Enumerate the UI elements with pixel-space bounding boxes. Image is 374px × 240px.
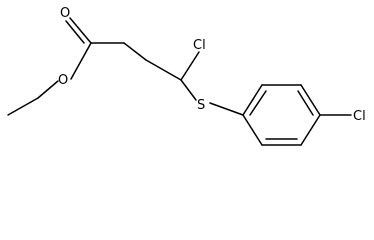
ring-inner-double-2 [297, 90, 314, 116]
bond-chcl-cl [180, 51, 200, 81]
chain-chlorine-label: Cl [193, 38, 206, 53]
bond-ch2-ch2 [123, 42, 147, 61]
carbonyl-oxygen-label: O [60, 6, 70, 21]
bond-ethyl-ch2-o [37, 80, 59, 99]
molecule-diagram: O O Cl S Cl [7, 6, 366, 146]
bond-s-ring [209, 102, 244, 116]
ester-oxygen-label: O [58, 73, 68, 88]
ring-bond-1 [242, 84, 263, 116]
ring-bond-3 [300, 84, 321, 116]
bond-ethyl-ch3-ch2 [7, 97, 39, 116]
ring-chlorine-label: Cl [353, 109, 366, 124]
bond-carbonyl-double-1 [69, 17, 92, 44]
bond-carbonyl-double-2 [65, 20, 85, 44]
sulfur-label: S [197, 98, 205, 113]
bond-ch2-chcl [145, 59, 182, 81]
structure-canvas: O O Cl S Cl [7, 6, 366, 146]
bond-o-carbonyl-c [70, 42, 92, 80]
ring-bond-4 [300, 114, 321, 146]
bond-chcl-s [180, 79, 197, 101]
ring-inner-double-1 [249, 90, 267, 116]
ring-bond-6 [242, 114, 263, 146]
